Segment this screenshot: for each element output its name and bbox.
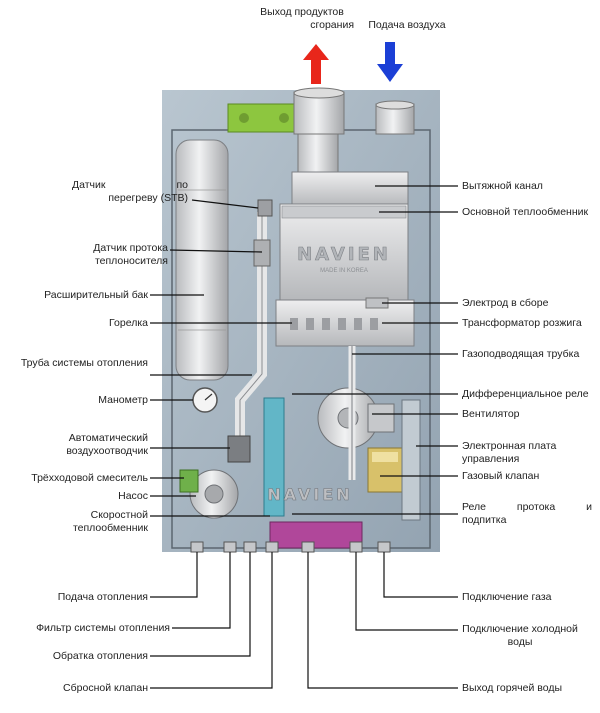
control-board-label-line1: Электронная плата xyxy=(462,440,557,452)
dhw-exchanger-label: Скоростной теплообменник xyxy=(20,509,148,535)
gas-connection-label: Подключение газа xyxy=(462,591,552,603)
heat-exchanger-body xyxy=(279,203,409,301)
heating-pipe-label: Труба системы отопления xyxy=(20,357,148,369)
ignition-transformer-label: Трансформатор розжига xyxy=(462,317,582,329)
gas-pipe-label: Газоподводящая трубка xyxy=(462,348,580,360)
flow-relay-word1: Реле xyxy=(462,501,486,513)
control-board-label-line2: управления xyxy=(462,453,520,465)
air-vent-label: Автоматический воздухоотводчик xyxy=(20,432,148,458)
control-board-label: Электронная плата управления xyxy=(462,440,556,466)
manometer-needle xyxy=(204,393,213,401)
expansion-tank-label: Расширительный бак xyxy=(44,289,148,301)
exhaust-label-line2: сгорания xyxy=(310,19,354,31)
cold-water-label-line2: воды xyxy=(507,636,533,648)
air-vent-label-line2: воздухоотводчик xyxy=(66,445,148,457)
gas-valve-top xyxy=(372,452,398,462)
flow-relay-label-line2: подпитка xyxy=(462,514,507,526)
flue-outlet-top xyxy=(293,87,345,99)
exhaust-hood xyxy=(291,171,409,207)
pump-core xyxy=(204,484,224,504)
flow-sensor-label: Датчик протока теплоносителя xyxy=(60,242,168,268)
electrode-label: Электрод в сборе xyxy=(462,297,549,309)
exhaust-duct xyxy=(297,133,339,175)
fan-label: Вентилятор xyxy=(462,408,520,420)
manometer-label: Манометр xyxy=(98,394,148,406)
fan-motor xyxy=(367,403,395,433)
dhw-heat-exchanger xyxy=(263,397,285,517)
bottom-connections xyxy=(190,541,391,553)
stb-label-line2: перегреву (STB) xyxy=(108,192,188,204)
flow-sensor xyxy=(253,239,271,267)
control-board xyxy=(401,399,421,521)
heating-supply-label: Подача отопления xyxy=(57,591,148,603)
three-way-valve-label: Трёхходовой смеситель xyxy=(31,472,148,484)
air-vent-label-line1: Автоматический xyxy=(68,432,148,444)
heating-filter-label: Фильтр системы отопления xyxy=(36,622,170,634)
heating-return-label: Обратка отопления xyxy=(52,650,148,662)
leader-lines xyxy=(150,185,458,689)
heating-pipe-edge xyxy=(239,212,263,460)
brand-logo: NAVIEN xyxy=(297,244,391,265)
air-intake-top xyxy=(375,100,415,110)
main-exchanger-label: Основной теплообменник xyxy=(462,206,589,218)
bottom-manifold xyxy=(269,521,363,549)
auto-air-vent xyxy=(227,435,251,463)
flow-relay-word2: протока xyxy=(516,501,556,513)
burner-label: Горелка xyxy=(109,317,148,329)
air-intake-arrow xyxy=(377,42,403,82)
gas-valve-label: Газовый клапан xyxy=(462,470,540,482)
diff-relay-label: Дифференциальное реле xyxy=(462,388,589,400)
exhaust-channel-label: Вытяжной канал xyxy=(462,180,543,192)
brand-logo-sub: MADE IN KOREA xyxy=(320,268,368,274)
green-bracket xyxy=(227,103,301,133)
three-way-valve xyxy=(179,469,199,493)
flow-relay-label: Реле протока и подпитка xyxy=(462,501,592,527)
pump-label: Насос xyxy=(118,490,148,502)
bracket-hole xyxy=(239,113,249,123)
stb-label: Датчик по перегреву (STB) xyxy=(72,179,188,205)
expansion-tank xyxy=(175,139,229,381)
exhaust-arrow xyxy=(303,44,329,84)
relief-valve-label: Сбросной клапан xyxy=(63,682,148,694)
brand-logo-lower: NAVIEN xyxy=(267,485,352,504)
flow-sensor-label-line2: теплоносителя xyxy=(94,255,168,267)
exhaust-label: Выход продуктов сгорания xyxy=(250,6,354,32)
air-intake-label: Подача воздуха xyxy=(368,19,446,31)
cold-water-label: Подключение холодной воды xyxy=(458,623,582,649)
flue-outlet xyxy=(293,91,345,135)
dhw-exchanger-label-line2: теплообменник xyxy=(72,522,148,534)
burner-nozzles xyxy=(290,318,378,330)
stb-sensor xyxy=(257,199,273,217)
exhaust-label-line1: Выход продуктов xyxy=(260,6,344,18)
bracket-hole xyxy=(279,113,289,123)
hot-water-label: Выход горячей воды xyxy=(462,682,563,694)
dhw-exchanger-label-line1: Скоростной xyxy=(90,509,148,521)
stb-label-word1: Датчик xyxy=(72,179,106,191)
flow-sensor-label-line1: Датчик протока xyxy=(93,242,168,254)
stb-label-word2: по xyxy=(176,179,188,191)
flow-relay-word3: и xyxy=(586,501,592,513)
cold-water-label-line1: Подключение холодной xyxy=(462,623,578,635)
